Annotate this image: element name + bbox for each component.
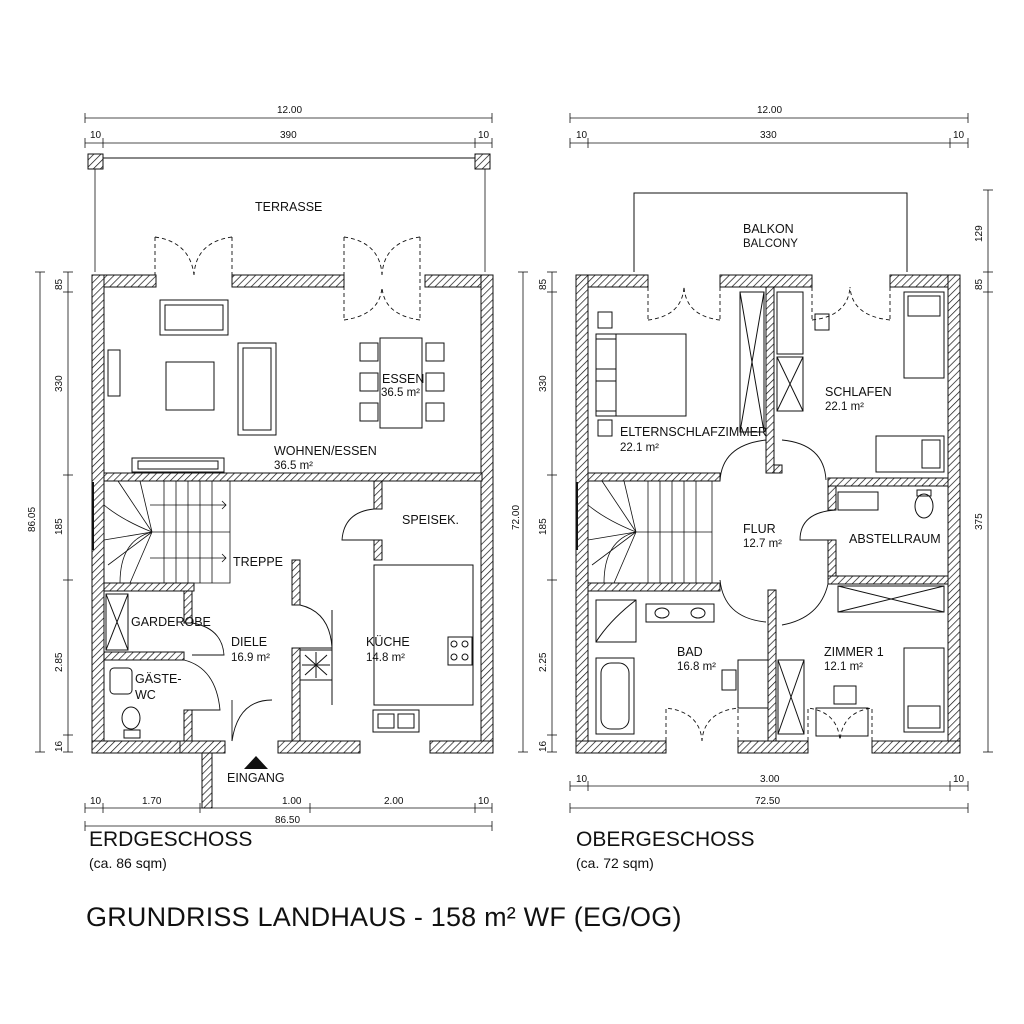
- eg-dim-top-right: 10: [478, 130, 490, 141]
- og-dim-left-5: 16: [538, 740, 549, 752]
- eg-terrace: [87, 153, 491, 272]
- eg-dim-left-1: 85: [54, 278, 65, 290]
- og-dim-top-total: 12.00: [757, 105, 783, 116]
- og-dim-left-total: 72.00: [511, 504, 522, 530]
- og-dim-bottom-inner: 3.00: [760, 774, 780, 785]
- og-floor-name: OBERGESCHOSS: [576, 828, 755, 851]
- eg-dim-bottom-total: 86.50: [275, 815, 301, 826]
- eg-entrance-label: EINGANG: [227, 771, 285, 785]
- eg-kueche-area: 14.8 m²: [366, 652, 405, 664]
- og-dim-right-2: 85: [974, 278, 985, 290]
- eg-dim-left-4: 2.85: [54, 652, 65, 672]
- og-dim-left-2: 330: [538, 375, 549, 392]
- eg-dim-bottom-1: 10: [90, 796, 102, 807]
- eg-dim-bottom-2: 1.70: [142, 796, 162, 807]
- eg-floor-sub: (ca. 86 sqm): [89, 855, 167, 871]
- eg-dim-left-total: 86.05: [27, 506, 38, 532]
- eg-doors: [92, 236, 421, 742]
- og-abstellraum-label: ABSTELLRAUM: [849, 532, 941, 546]
- eg-treppe-label: TREPPE: [233, 555, 284, 569]
- og-dim-left-3: 185: [538, 518, 549, 535]
- og-dim-top-left: 10: [576, 130, 588, 141]
- eg-gaeste-label-2: WC: [135, 688, 156, 702]
- eg-dim-bottom-5: 10: [478, 796, 490, 807]
- eg-dim-left-2: 330: [54, 375, 65, 392]
- og-bad-area: 16.8 m²: [677, 661, 716, 673]
- eg-gaeste-label-1: GÄSTE-: [135, 672, 182, 686]
- eg-dim-top-total: 12.00: [277, 105, 303, 116]
- og-zimmer-area: 12.1 m²: [824, 661, 863, 673]
- og-dim-top-inner: 330: [760, 130, 777, 141]
- eg-floor-name: ERDGESCHOSS: [89, 828, 253, 851]
- eg-staircase: [103, 480, 231, 584]
- og-dim-left-4: 2.25: [538, 652, 549, 672]
- eg-wohnen-area: 36.5 m²: [274, 460, 313, 472]
- og-schlafen-label: SCHLAFEN: [825, 385, 892, 399]
- og-staircase: [587, 480, 713, 584]
- eg-dim-top-left: 10: [90, 130, 102, 141]
- og-balcony: [633, 192, 908, 272]
- og-floor-sub: (ca. 72 sqm): [576, 855, 654, 871]
- eg-diele-label: DIELE: [231, 635, 268, 649]
- og-dimension-lines: [518, 113, 993, 813]
- eg-entrance-arrow: [244, 756, 268, 769]
- og-balcony-label: BALCONY: [743, 238, 798, 250]
- eg-speisek-label: SPEISEK.: [402, 513, 459, 527]
- og-furniture: [595, 291, 945, 737]
- eg-dim-left-5: 16: [54, 740, 65, 752]
- og-dim-right-1: 129: [974, 225, 985, 242]
- eg-wohnen-label: WOHNEN/ESSEN: [274, 444, 377, 458]
- plan-title: GRUNDRISS LANDHAUS - 158 m² WF (EG/OG): [86, 902, 682, 932]
- og-walls: [575, 274, 961, 754]
- og-dim-right-3: 375: [974, 513, 985, 530]
- eg-dim-bottom-3: 1.00: [282, 796, 302, 807]
- og-zimmer-label: ZIMMER 1: [824, 645, 884, 659]
- eg-essen-area: 36.5 m²: [381, 387, 420, 399]
- eg-terrace-label: TERRASSE: [255, 200, 323, 214]
- og-flur-label: FLUR: [743, 522, 776, 536]
- eg-walls: [91, 274, 494, 809]
- og-eltern-area: 22.1 m²: [620, 442, 659, 454]
- og-dim-bottom-total: 72.50: [755, 796, 781, 807]
- og-dim-left-1: 85: [538, 278, 549, 290]
- eg-garderobe-label: GARDEROBE: [131, 615, 211, 629]
- eg-dim-bottom-4: 2.00: [384, 796, 404, 807]
- og-dim-bottom-2: 10: [953, 774, 965, 785]
- eg-diele-area: 16.9 m²: [231, 652, 270, 664]
- og-bad-label: BAD: [677, 645, 703, 659]
- og-dim-bottom-1: 10: [576, 774, 588, 785]
- eg-dim-top-inner: 390: [280, 130, 297, 141]
- og-eltern-label: ELTERNSCHLAFZIMMER: [620, 425, 768, 439]
- og-flur-area: 12.7 m²: [743, 538, 782, 550]
- og-balkon-label: BALKON: [743, 222, 794, 236]
- eg-essen-label: ESSEN: [382, 372, 425, 386]
- eg-dimension-lines: [35, 113, 493, 831]
- eg-furniture: [105, 299, 474, 739]
- og-doors: [576, 286, 891, 742]
- og-schlafen-area: 22.1 m²: [825, 401, 864, 413]
- og-dim-top-right: 10: [953, 130, 965, 141]
- eg-kueche-label: KÜCHE: [366, 635, 410, 649]
- eg-dim-left-3: 185: [54, 518, 65, 535]
